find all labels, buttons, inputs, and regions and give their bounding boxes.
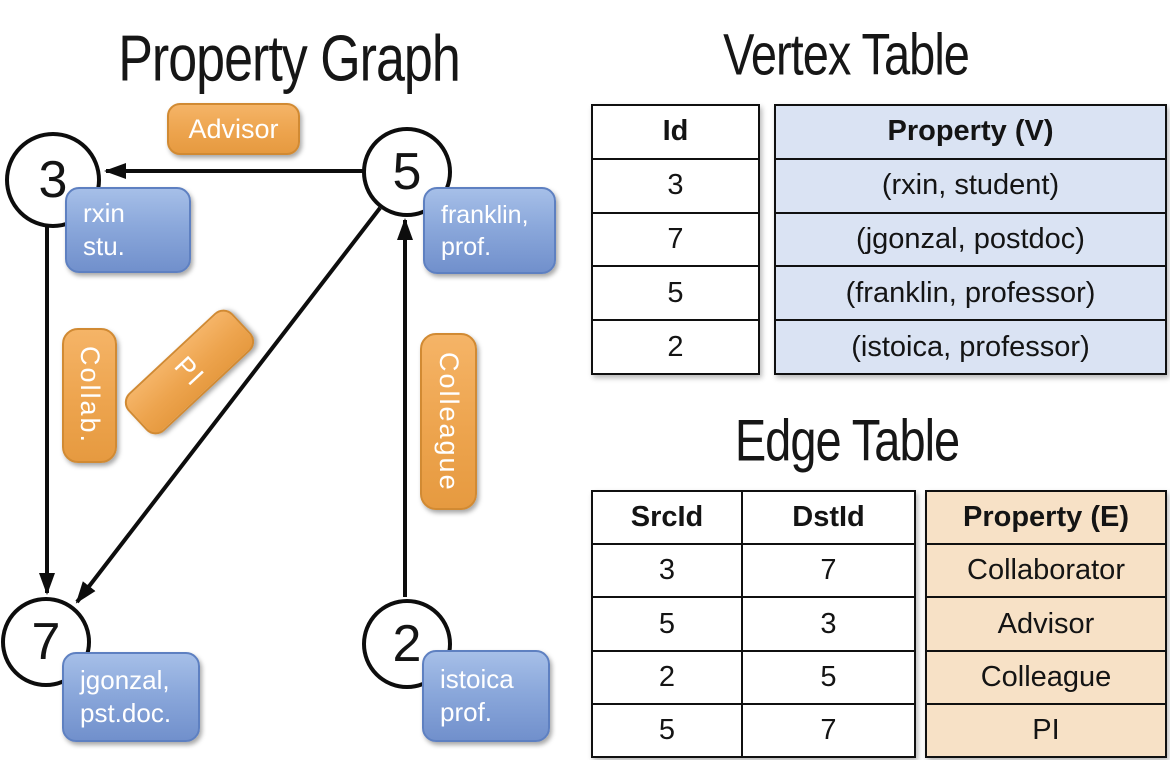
edge-dst-cell: 5 xyxy=(741,651,914,703)
vertex-table-property-column: Property (V) (rxin, student) (jgonzal, p… xyxy=(774,104,1167,375)
graph-node-5: 5 xyxy=(362,127,452,217)
edge-table-row: 3 7 xyxy=(593,543,914,597)
edge-table-header-row: Property (E) xyxy=(927,492,1165,543)
vertex-table-id-header: Id xyxy=(662,115,689,148)
vertex-table-property-header: Property (V) xyxy=(887,115,1054,148)
vertex-property-cell: (istoica, professor) xyxy=(851,330,1090,363)
edge-dst-cell: 7 xyxy=(741,704,914,757)
edge-src-cell: 5 xyxy=(658,607,676,640)
node-label-rxin: rxin stu. xyxy=(65,187,191,273)
vertex-id-cell: 7 xyxy=(667,222,684,255)
vertex-table-row: 3 xyxy=(593,157,758,212)
edge-label-pi-text: PI xyxy=(168,350,211,393)
edge-table-dstid-header: DstId xyxy=(741,492,914,544)
edge-property-cell: PI xyxy=(1032,713,1060,746)
node-label-jgonzal-line1: jgonzal, xyxy=(80,664,170,695)
edge-dst-cell: 7 xyxy=(741,545,914,597)
edge-src-cell: 5 xyxy=(658,713,676,746)
edge-label-advisor-text: Advisor xyxy=(188,113,279,144)
vertex-table-header-row: Property (V) xyxy=(776,106,1165,158)
edge-table-property-column: Property (E) Collaborator Advisor Collea… xyxy=(925,490,1167,758)
node-label-istoica-line1: istoica xyxy=(440,663,514,694)
node-label-istoica: istoica prof. xyxy=(422,650,550,742)
node-label-franklin-line2: prof. xyxy=(441,232,492,261)
edge-label-collaborator-text: Collab. xyxy=(75,346,105,445)
node-label-jgonzal-line2: pst.doc. xyxy=(80,698,172,728)
node-label-rxin-line1: rxin xyxy=(83,197,125,228)
vertex-table-row: (istoica, professor) xyxy=(776,319,1165,373)
node-label-franklin: franklin, prof. xyxy=(423,187,556,274)
edge-table-row: Advisor xyxy=(927,596,1165,649)
vertex-table-row: (rxin, student) xyxy=(776,157,1165,212)
edge-table-row: 5 3 xyxy=(593,596,914,650)
edge-table-row: 5 7 xyxy=(593,702,914,757)
property-graph-title: Property Graph xyxy=(118,23,460,96)
vertex-table-row: (franklin, professor) xyxy=(776,265,1165,319)
node-7-id: 7 xyxy=(31,613,61,671)
edge-arrow-5-to-7 xyxy=(75,206,382,604)
vertex-table-header-row: Id xyxy=(593,106,758,158)
vertex-table-title: Vertex Table xyxy=(723,21,970,87)
edge-table-row: Colleague xyxy=(927,649,1165,703)
node-label-istoica-line2: prof. xyxy=(440,697,493,727)
vertex-table-row: 5 xyxy=(593,265,758,319)
edge-label-collaborator: Collab. xyxy=(62,328,117,463)
edge-table-row: PI xyxy=(927,702,1165,756)
edge-property-cell: Collaborator xyxy=(967,554,1125,587)
edge-table-row: Collaborator xyxy=(927,543,1165,596)
node-label-franklin-line1: franklin, xyxy=(441,200,529,229)
edge-label-advisor: Advisor xyxy=(167,103,300,155)
edge-table-row: 2 5 xyxy=(593,649,914,703)
node-3-id: 3 xyxy=(38,151,68,209)
graph-edges-svg xyxy=(39,163,413,604)
edge-property-cell: Advisor xyxy=(997,607,1095,640)
node-5-id: 5 xyxy=(392,143,422,201)
vertex-table-row: 2 xyxy=(593,319,758,373)
edge-table-id-columns: SrcId DstId 3 7 5 3 2 5 5 7 xyxy=(591,490,916,758)
edge-table-srcid-header: SrcId xyxy=(630,501,704,534)
vertex-id-cell: 3 xyxy=(667,169,684,202)
edge-src-cell: 2 xyxy=(658,660,676,693)
node-label-rxin-line2: stu. xyxy=(83,231,125,261)
edge-src-cell: 3 xyxy=(658,554,676,587)
edge-table-header-row: SrcId DstId xyxy=(593,492,914,544)
edge-label-colleague-text: Colleague xyxy=(434,351,464,492)
edge-property-cell: Colleague xyxy=(980,660,1112,693)
vertex-property-cell: (rxin, student) xyxy=(881,169,1060,202)
vertex-table-row: 7 xyxy=(593,211,758,266)
node-label-jgonzal: jgonzal, pst.doc. xyxy=(62,652,200,742)
edge-table-title: Edge Table xyxy=(734,407,960,473)
vertex-property-cell: (jgonzal, postdoc) xyxy=(856,222,1085,255)
vertex-id-cell: 5 xyxy=(667,276,684,309)
vertex-table-id-column: Id 3 7 5 2 xyxy=(591,104,760,375)
vertex-id-cell: 2 xyxy=(667,330,684,363)
edge-table-property-header: Property (E) xyxy=(963,501,1129,534)
edge-label-colleague: Colleague xyxy=(420,333,477,510)
node-2-id: 2 xyxy=(392,615,422,673)
vertex-property-cell: (franklin, professor) xyxy=(845,276,1096,309)
graph-node-2: 2 xyxy=(362,599,452,689)
edge-dst-cell: 3 xyxy=(741,598,914,650)
vertex-table-row: (jgonzal, postdoc) xyxy=(776,211,1165,266)
